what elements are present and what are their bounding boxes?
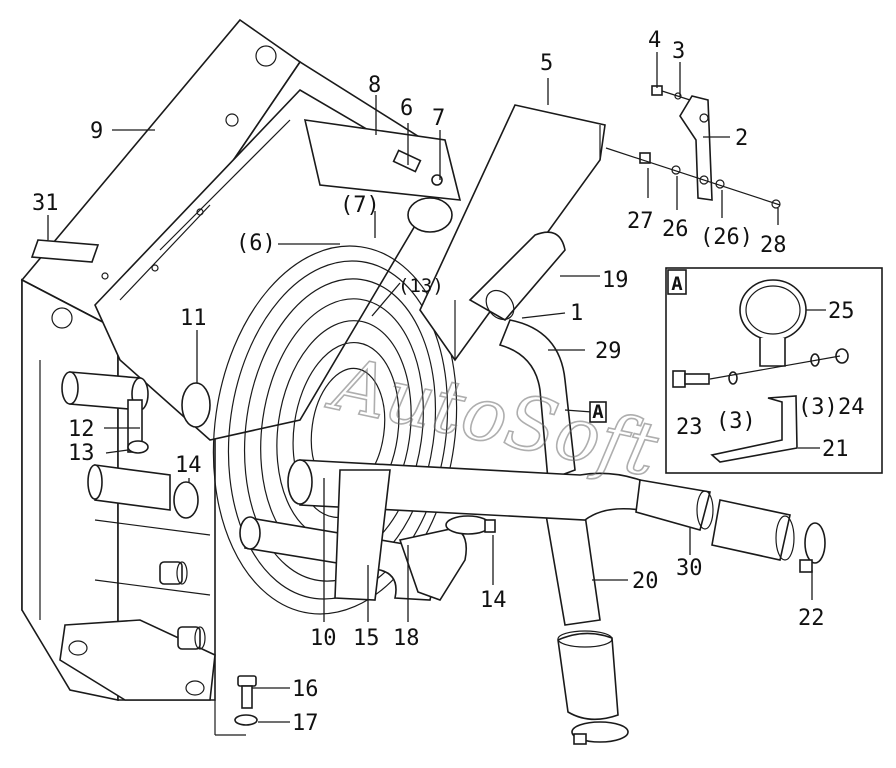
- callout-4: 4: [648, 28, 661, 53]
- fitting-13: [127, 440, 149, 454]
- hose-19-upper: [468, 231, 566, 322]
- callout-25: 25: [828, 299, 855, 324]
- callout-21: 21: [822, 437, 849, 462]
- callout-7: 7: [432, 106, 445, 131]
- callout-1: 1: [570, 301, 583, 326]
- bolt-16: [237, 675, 257, 709]
- callout-labels: 9 8 6 7 5 4 3 2 27 26 (26) 28 19 1 29 (7…: [32, 28, 865, 736]
- bracket-beam: [419, 104, 606, 362]
- callout-11: 11: [180, 306, 207, 331]
- coupling-sleeve-lower: [557, 630, 619, 721]
- callout-20: 20: [632, 569, 659, 594]
- callout-12: 12: [68, 417, 95, 442]
- callout-8: 8: [368, 73, 381, 98]
- callout-3: 3: [672, 39, 685, 64]
- callout-3-paren-b: (3): [798, 395, 838, 420]
- callout-16: 16: [292, 677, 319, 702]
- detail-view-tag: A: [671, 273, 683, 295]
- clamp-11: [181, 382, 211, 428]
- callout-22: 22: [798, 606, 825, 631]
- callout-26-paren: (26): [700, 225, 753, 250]
- clamp-right: [799, 522, 826, 573]
- pipe-12: [61, 371, 149, 453]
- callout-9: 9: [90, 119, 103, 144]
- callout-24: 24: [838, 395, 865, 420]
- callout-26: 26: [662, 217, 689, 242]
- clamp-14-left: [173, 481, 199, 519]
- callout-5: 5: [540, 51, 553, 76]
- washer-3a: [728, 371, 738, 385]
- bracket-plate: [679, 95, 713, 201]
- callout-6: 6: [400, 96, 413, 121]
- bracket-21: [710, 395, 798, 463]
- bolt-set-lower: [605, 147, 781, 209]
- callout-18: 18: [393, 626, 420, 651]
- callout-17: 17: [292, 711, 319, 736]
- callout-19: 19: [602, 268, 629, 293]
- hose-30: [635, 479, 714, 531]
- view-marker-a: A: [564, 401, 607, 423]
- callout-15: 15: [353, 626, 380, 651]
- clamp-14-mid: [445, 515, 496, 535]
- callout-10: 10: [310, 626, 337, 651]
- callout-23: 23: [676, 415, 703, 440]
- callout-30: 30: [676, 556, 703, 581]
- washer-17: [234, 714, 258, 726]
- bolt-23: [672, 370, 710, 388]
- callout-13: 13: [68, 441, 95, 466]
- view-marker-label: A: [592, 401, 604, 423]
- coupling-sleeve-right: [711, 499, 795, 561]
- callout-31: 31: [32, 191, 59, 216]
- callout-6-paren: (6): [236, 231, 276, 256]
- leader-lines: [47, 52, 826, 723]
- pipe-lower-left: [87, 464, 171, 511]
- band-clamp-25: [739, 279, 807, 367]
- callout-14-mid: 14: [480, 588, 507, 613]
- bolt-set-upper: [651, 85, 691, 101]
- callout-14-left: 14: [175, 453, 202, 478]
- nut-24: [835, 348, 849, 364]
- detail-view-a: A: [665, 267, 883, 474]
- callout-29: 29: [595, 339, 622, 364]
- side-fitting-top: [159, 561, 188, 585]
- callout-13-paren: (13): [398, 275, 444, 297]
- upper-tank: [303, 119, 462, 233]
- side-fitting-bottom: [177, 626, 206, 650]
- callout-28: 28: [760, 233, 787, 258]
- callout-3-paren-a: (3): [716, 409, 756, 434]
- tube-10: [334, 469, 391, 601]
- callout-2: 2: [735, 126, 748, 151]
- clamp-lower: [571, 721, 629, 745]
- callout-27: 27: [627, 209, 654, 234]
- callout-7-paren: (7): [340, 193, 380, 218]
- plate-31: [30, 239, 100, 263]
